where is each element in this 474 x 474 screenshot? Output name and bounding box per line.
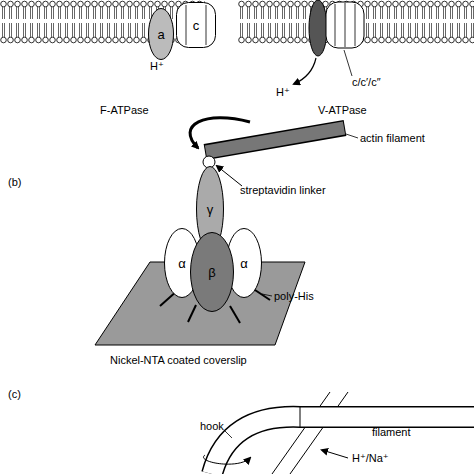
- c-ring: [326, 2, 364, 48]
- beta-subunit: β: [190, 232, 234, 312]
- part-label: hook: [200, 420, 224, 432]
- hook-filament: [212, 417, 474, 474]
- actin-filament: [205, 128, 345, 152]
- part-label: streptavidin linker: [240, 184, 326, 196]
- junction: [300, 406, 301, 428]
- complex-name: F-ATPase: [100, 104, 149, 116]
- subunit-name: γ: [207, 202, 214, 217]
- c-ring: c: [176, 2, 216, 48]
- rotation-arrow: [204, 455, 250, 464]
- membrane: [0, 0, 205, 44]
- panel-letter: (b): [8, 176, 21, 188]
- subunit-label: c/c′/c″: [352, 76, 381, 88]
- leader-line: [346, 134, 358, 138]
- part-label: Nickel-NTA coated coverslip: [110, 354, 247, 366]
- complex-name: V-ATPase: [318, 104, 367, 116]
- subunit-name: a: [157, 27, 164, 42]
- membrane-line: [272, 392, 330, 474]
- proton-arrow: [294, 58, 316, 84]
- leader-line: [224, 430, 232, 438]
- ion-label: H⁺: [276, 86, 290, 99]
- leader-line: [262, 294, 272, 296]
- subunit-name: α: [240, 256, 248, 271]
- ion-label: H⁺/Na⁺: [352, 452, 389, 465]
- rotation-arrow: [190, 118, 250, 148]
- part-label: actin filament: [360, 132, 425, 144]
- subunit-name: c: [193, 18, 200, 33]
- subunit-name: α: [178, 256, 186, 271]
- part-label: poly-His: [274, 290, 314, 302]
- his-tag: [188, 305, 196, 322]
- ion-arrow: [322, 450, 348, 458]
- panel-letter: (c): [8, 388, 21, 400]
- ion-label: H⁺: [150, 60, 164, 73]
- part-label: filament: [372, 426, 411, 438]
- membrane-line: [290, 392, 348, 474]
- subunit-a: a: [148, 8, 174, 60]
- his-tag: [230, 306, 240, 323]
- leader-line: [344, 50, 352, 76]
- subunit-name: β: [208, 265, 215, 280]
- subunit-a: [309, 0, 327, 56]
